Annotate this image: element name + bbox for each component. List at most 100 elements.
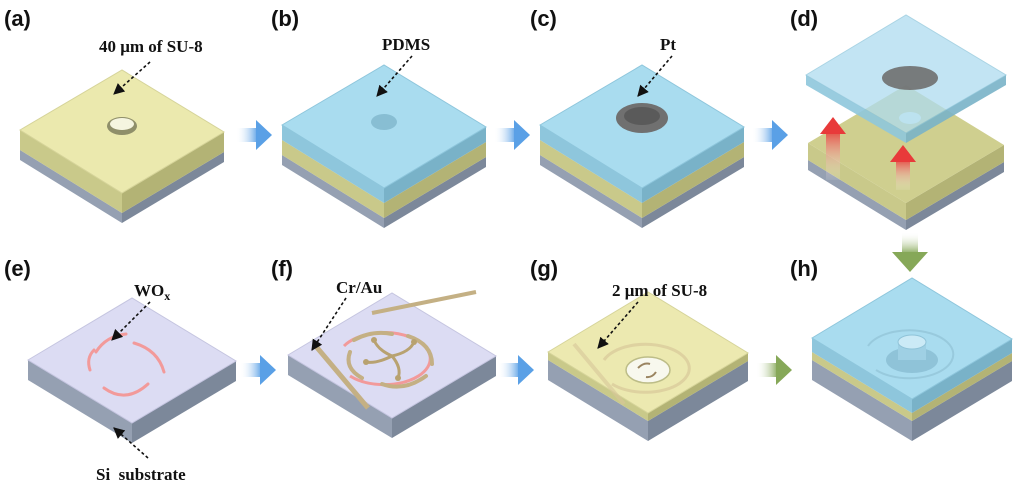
exposed-electrode-2: [645, 371, 657, 379]
arrow-e-to-f: [240, 355, 276, 385]
cr-au-bus-line: [312, 342, 370, 410]
si-substrate-side-front: [548, 360, 648, 441]
panel-f: [287, 290, 497, 438]
panel-label-d: (d): [790, 6, 818, 31]
si-substrate-side-front: [282, 155, 384, 228]
pdms-post: [899, 112, 921, 124]
arrow-d-to-h: [892, 232, 928, 272]
annotation-cr-au: Cr/Au: [336, 278, 382, 297]
cr-au-pad-1: [371, 337, 377, 343]
panel-c: [539, 64, 745, 228]
cr-au-pad-4: [363, 359, 369, 365]
pdms-lifted-side-right: [906, 75, 1006, 143]
panel-label-h: (h): [790, 256, 818, 281]
panel-e: [27, 297, 237, 443]
buried-electrode-trace: [867, 329, 955, 380]
pointer-cr-au: [311, 297, 347, 351]
panel-label-e: (e): [4, 256, 31, 281]
su8-layer-side-right: [384, 142, 486, 218]
pdms-layer-side-front: [540, 125, 642, 203]
panel-b: [281, 64, 487, 228]
panel-h: [811, 277, 1013, 441]
su8-opening: [625, 356, 671, 384]
su8-thin-side-front: [812, 352, 912, 421]
su8-layer-side-right: [906, 145, 1004, 220]
cr-au-electrode-4: [346, 350, 364, 380]
si-substrate-side-right: [906, 162, 1004, 230]
si-substrate-side-right: [132, 361, 236, 443]
si-substrate-side-front: [812, 360, 912, 441]
si-substrate-side-right: [384, 157, 486, 228]
pdms-bonded-side-front: [812, 338, 912, 413]
panel-g: [547, 291, 749, 441]
su8-layer-side-front: [540, 140, 642, 218]
si-substrate-side-right: [392, 356, 496, 438]
si-substrate-side-right: [648, 361, 748, 441]
pointer-su8-thin: [597, 301, 639, 349]
cr-au-electrode-3: [380, 374, 428, 389]
pdms-well: [371, 114, 397, 130]
panel-d: [805, 14, 1007, 230]
exposed-electrode-1: [637, 362, 651, 369]
cr-au-pad-3: [395, 375, 401, 381]
pdms-layer-side-right: [384, 127, 486, 203]
si-substrate-side-right: [122, 152, 224, 223]
lift-arrow-left-head: [820, 117, 846, 134]
si-substrate-side-right: [912, 361, 1012, 441]
annotation-pdms: PDMS: [382, 35, 430, 54]
annotation-wox-main: WO: [134, 281, 164, 300]
buried-electrode-trace: [602, 342, 691, 394]
su8-layer-side-front: [282, 140, 384, 218]
annotation-pt: Pt: [660, 35, 676, 54]
annotation-wox: WOx: [134, 281, 170, 303]
arrow-a-to-b: [236, 120, 272, 150]
si-substrate-side-front: [28, 360, 132, 443]
su8-thin-side-right: [648, 353, 748, 421]
su8-well-inner: [110, 118, 134, 130]
buried-bus-line: [572, 342, 626, 406]
si-substrate-side-right: [642, 157, 744, 228]
lift-arrow-right-head: [890, 145, 916, 162]
pt-coating-inner: [624, 107, 660, 125]
pt-on-lifted-pdms: [882, 66, 938, 90]
si-substrate-side-front: [20, 150, 122, 223]
process-arrows: [236, 120, 928, 385]
pdms-bonded-side-right: [912, 339, 1012, 413]
su8-layer-side-front: [20, 130, 122, 213]
pointer-su8-thick: [113, 61, 151, 95]
pointer-wox: [111, 301, 151, 341]
pdms-layer-side-right: [642, 127, 744, 203]
wox-arc-3: [102, 382, 150, 397]
arrow-c-to-d: [752, 120, 788, 150]
annotation-pointers: [111, 55, 673, 459]
panel-label-b: (b): [271, 6, 299, 31]
wox-arc-4: [87, 348, 96, 372]
pointer-si-substrate: [113, 427, 149, 459]
annotation-su8-thick: 40 μm of SU-8: [99, 37, 203, 56]
panel-label-f: (f): [271, 256, 293, 281]
pdms-lifted-side-front: [806, 75, 906, 143]
lift-arrow-right-shaft: [896, 160, 910, 190]
lift-arrow-left-shaft: [826, 132, 840, 180]
cr-au-pad-2: [411, 339, 417, 345]
pointer-pdms: [376, 55, 413, 97]
arrow-b-to-c: [494, 120, 530, 150]
wox-arc-2: [132, 341, 166, 374]
panel-label-a: (a): [4, 6, 31, 31]
si-substrate-top: [27, 297, 237, 424]
si-substrate-side-front: [288, 355, 392, 438]
su8-layer-side-right: [642, 142, 744, 218]
cr-au-electrode-1: [352, 330, 394, 342]
annotation-si-substrate: Si substrate: [96, 465, 186, 484]
annotation-wox-subscript: x: [164, 289, 170, 303]
arrow-f-to-g: [498, 355, 534, 385]
si-substrate-side-front: [540, 155, 642, 228]
su8-thin-side-right: [912, 353, 1012, 421]
panel-label-g: (g): [530, 256, 558, 281]
panel-a: [19, 69, 225, 223]
cr-au-bus-line-2: [371, 290, 477, 315]
cr-au-electrode-2: [406, 334, 434, 366]
annotation-su8-thin: 2 μm of SU-8: [612, 281, 707, 300]
pdms-dome-top: [897, 334, 927, 350]
